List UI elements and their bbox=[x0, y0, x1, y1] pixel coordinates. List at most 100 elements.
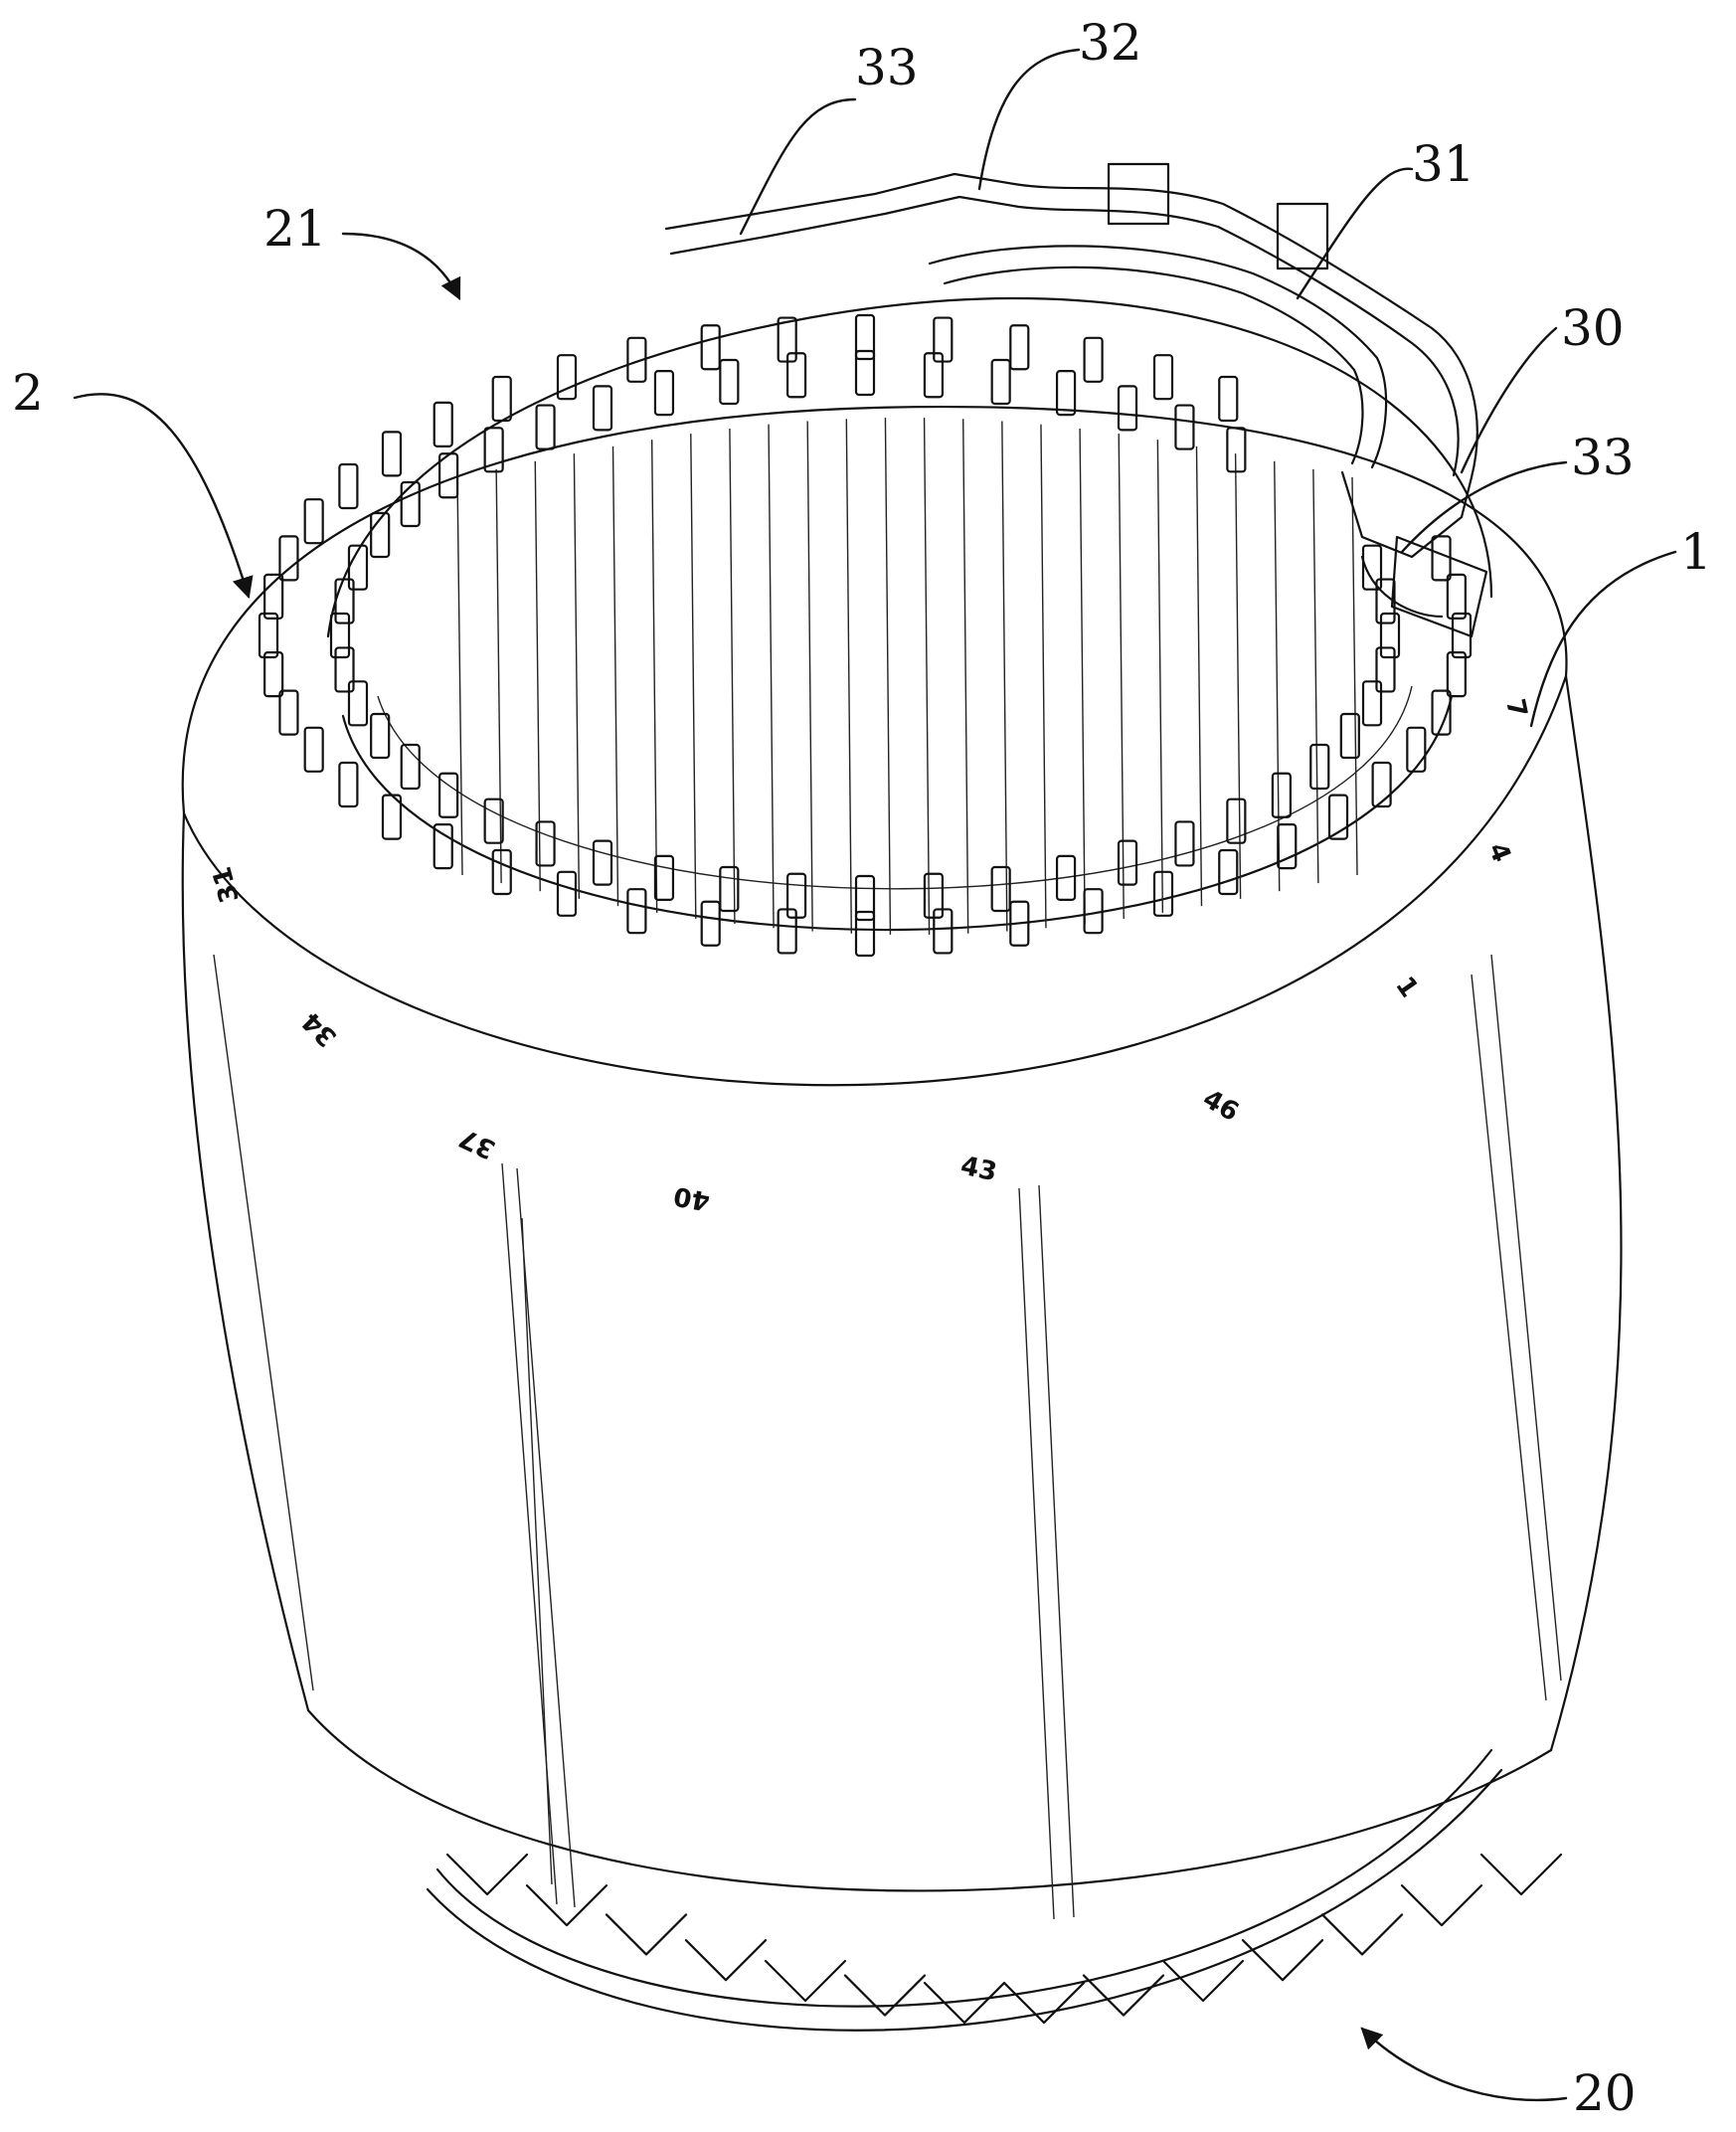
hairpin-terminal bbox=[785, 352, 807, 399]
leader-31 bbox=[1296, 167, 1414, 300]
hairpin-terminal bbox=[719, 358, 740, 406]
hairpin-terminal bbox=[1375, 646, 1396, 693]
hairpin-terminal bbox=[923, 872, 945, 919]
hairpin-terminal bbox=[556, 354, 578, 401]
hairpin-terminal bbox=[1174, 820, 1195, 867]
hairpin-terminal bbox=[1431, 535, 1452, 582]
core-grooves bbox=[213, 954, 1562, 1920]
hairpin-terminal bbox=[700, 324, 721, 371]
core-groove-line bbox=[1471, 974, 1547, 1701]
hairpin-terminal bbox=[653, 369, 675, 417]
slot-number-34: 34 bbox=[296, 1005, 343, 1052]
bore-slot-line bbox=[534, 460, 541, 892]
bore-slot-line bbox=[690, 434, 697, 919]
bore-slot-line bbox=[650, 440, 658, 913]
hairpin-terminal bbox=[1083, 888, 1104, 935]
hairpin-terminal bbox=[1361, 544, 1383, 591]
ref-label-33-top: 33 bbox=[855, 39, 919, 96]
hairpin-terminal bbox=[1339, 712, 1360, 760]
hairpin-terminal bbox=[1327, 794, 1349, 840]
hairpin-terminal bbox=[990, 358, 1011, 406]
slot-number-46: 46 bbox=[1198, 1084, 1244, 1128]
leader-1 bbox=[1529, 550, 1677, 728]
hairpin-terminal bbox=[303, 498, 324, 545]
hairpin-terminal bbox=[1271, 772, 1292, 818]
hairpin-terminal bbox=[854, 910, 876, 958]
hairpin-terminal bbox=[923, 352, 945, 399]
ref-label-20: 20 bbox=[1573, 2064, 1637, 2122]
bore-slot-line bbox=[729, 428, 736, 925]
bore-slot-line bbox=[1001, 421, 1008, 932]
ref-label-30: 30 bbox=[1561, 299, 1625, 357]
hairpin-terminal bbox=[854, 313, 876, 361]
bottom-hairpin-bend bbox=[605, 1913, 688, 1956]
bottom-hairpin-bend bbox=[764, 1959, 847, 2003]
hairpin-terminal bbox=[303, 726, 324, 773]
ref-label-21: 21 bbox=[263, 200, 327, 258]
hairpin-terminal bbox=[785, 872, 807, 919]
hairpin-terminal bbox=[535, 820, 556, 867]
bottom-hairpin-bend bbox=[525, 1884, 608, 1927]
hairpin-terminal bbox=[1379, 612, 1401, 659]
bottom-hairpin-bend bbox=[1002, 1981, 1086, 2025]
hairpin-terminal bbox=[1009, 324, 1030, 371]
slot-number-37: 37 bbox=[454, 1122, 499, 1163]
bore-slot-line bbox=[923, 418, 931, 935]
bore-slot-line bbox=[1079, 428, 1086, 925]
bore-slot-line bbox=[495, 468, 502, 884]
bore-slot-line bbox=[611, 445, 619, 907]
core-groove-line bbox=[1038, 1184, 1075, 1918]
leader-33-right bbox=[1400, 460, 1568, 554]
slot-number-43: 43 bbox=[958, 1152, 1000, 1188]
hairpin-terminal bbox=[338, 462, 359, 510]
hairpin-terminal bbox=[1117, 839, 1138, 886]
ref-label-1: 1 bbox=[1680, 523, 1712, 581]
core-groove-line bbox=[521, 1217, 553, 1885]
bore-slot-line bbox=[456, 476, 463, 876]
busbar-assembly bbox=[664, 162, 1488, 638]
bore-slot-line bbox=[1040, 424, 1047, 929]
hairpin-terminal bbox=[719, 865, 740, 913]
hairpin-terminal bbox=[1152, 354, 1174, 401]
bottom-hairpin-bend bbox=[1241, 1939, 1324, 1982]
hairpin-terminal bbox=[483, 798, 504, 844]
bore-slot-line bbox=[806, 421, 813, 932]
hairpin-terminal bbox=[1309, 743, 1330, 791]
bore-slot-line bbox=[1195, 445, 1203, 907]
slot-number-40: 40 bbox=[671, 1180, 712, 1216]
bottom-hairpin-bend bbox=[843, 1974, 927, 2017]
hairpin-terminal bbox=[329, 612, 351, 659]
hairpin-terminal bbox=[1371, 761, 1392, 808]
hairpin-terminal bbox=[1152, 870, 1174, 917]
bore-slot-line bbox=[961, 419, 969, 934]
hairpin-terminal bbox=[1406, 726, 1427, 773]
hairpin-terminal bbox=[370, 712, 391, 760]
ref-label-32: 32 bbox=[1079, 14, 1142, 72]
hairpin-terminal bbox=[990, 865, 1011, 913]
hairpin-terminal bbox=[1226, 427, 1247, 473]
hairpin-terminal bbox=[1174, 404, 1195, 450]
hairpin-terminal bbox=[400, 480, 421, 528]
hairpin-terminal bbox=[653, 854, 675, 902]
bore-slot-line bbox=[1118, 434, 1125, 919]
hairpin-terminal bbox=[278, 535, 299, 582]
leader-30 bbox=[1460, 326, 1558, 474]
ref-label-2: 2 bbox=[12, 364, 44, 422]
hairpin-terminal bbox=[433, 401, 453, 447]
ref-label-33-right: 33 bbox=[1571, 429, 1635, 486]
slot-number-31: 31 bbox=[207, 863, 245, 906]
hairpin-terminal bbox=[1055, 854, 1077, 902]
slot-number-1: 1 bbox=[1389, 972, 1424, 1003]
hairpin-terminal bbox=[626, 336, 647, 383]
hairpin-terminal bbox=[1117, 385, 1138, 432]
leader-20 bbox=[1360, 2027, 1568, 2102]
stator-core bbox=[181, 405, 1623, 1920]
hairpin-terminal bbox=[1431, 689, 1452, 736]
bore-slot-line bbox=[845, 419, 853, 934]
core-groove-line bbox=[1490, 954, 1562, 1682]
hairpin-terminal bbox=[433, 823, 453, 870]
slot-number-4: 4 bbox=[1482, 838, 1517, 866]
bottom-end-winding bbox=[426, 1748, 1563, 2032]
bottom-hairpin-bend bbox=[1161, 1959, 1245, 2003]
